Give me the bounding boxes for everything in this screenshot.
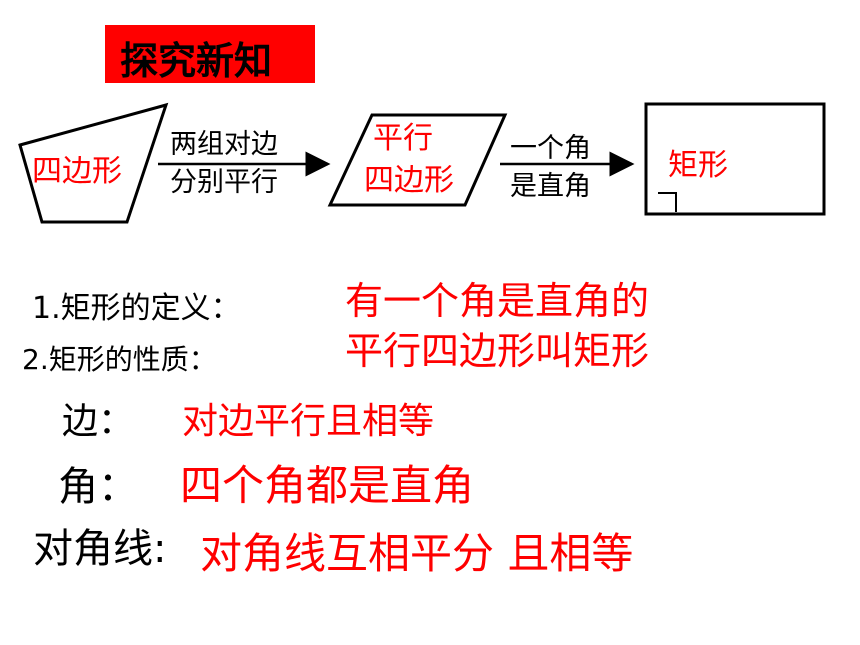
angle-label: 角： (58, 464, 138, 510)
title-box (105, 25, 315, 83)
rectangle-shape (644, 102, 826, 216)
definition-heading: 1.矩形的定义： (32, 291, 241, 326)
arrow-1-label-line1: 两组对边 (170, 129, 278, 160)
parallelogram-shape (327, 113, 508, 207)
concept-diagram (18, 102, 826, 224)
shape-parallelogram-label-line2: 四边形 (364, 163, 454, 198)
shape-rectangle-label: 矩形 (668, 148, 728, 183)
right-angle-mark (658, 192, 677, 212)
arrow-2-label-line2: 是直角 (510, 171, 591, 202)
shape-quadrilateral-label: 四边形 (32, 154, 122, 189)
quadrilateral-shape (18, 102, 169, 224)
properties-heading: 2.矩形的性质： (22, 343, 217, 376)
arrow-1-label-line2: 分别平行 (170, 167, 278, 198)
angle-property: 四个角都是直角 (180, 461, 475, 510)
arrow-2-label-line1: 一个角 (510, 133, 591, 164)
diagonal-label: 对角线: (33, 526, 167, 572)
shape-parallelogram-label-line1: 平行 (373, 121, 433, 156)
side-label: 边： (62, 401, 135, 442)
definition-line-2: 平行四边形叫矩形 (345, 329, 650, 373)
side-property: 对边平行且相等 (182, 401, 435, 442)
diagonal-property: 对角线互相平分 且相等 (200, 529, 634, 578)
definition-line-1: 有一个角是直角的 (345, 279, 650, 323)
slide-title: 探究新知 (120, 39, 273, 83)
